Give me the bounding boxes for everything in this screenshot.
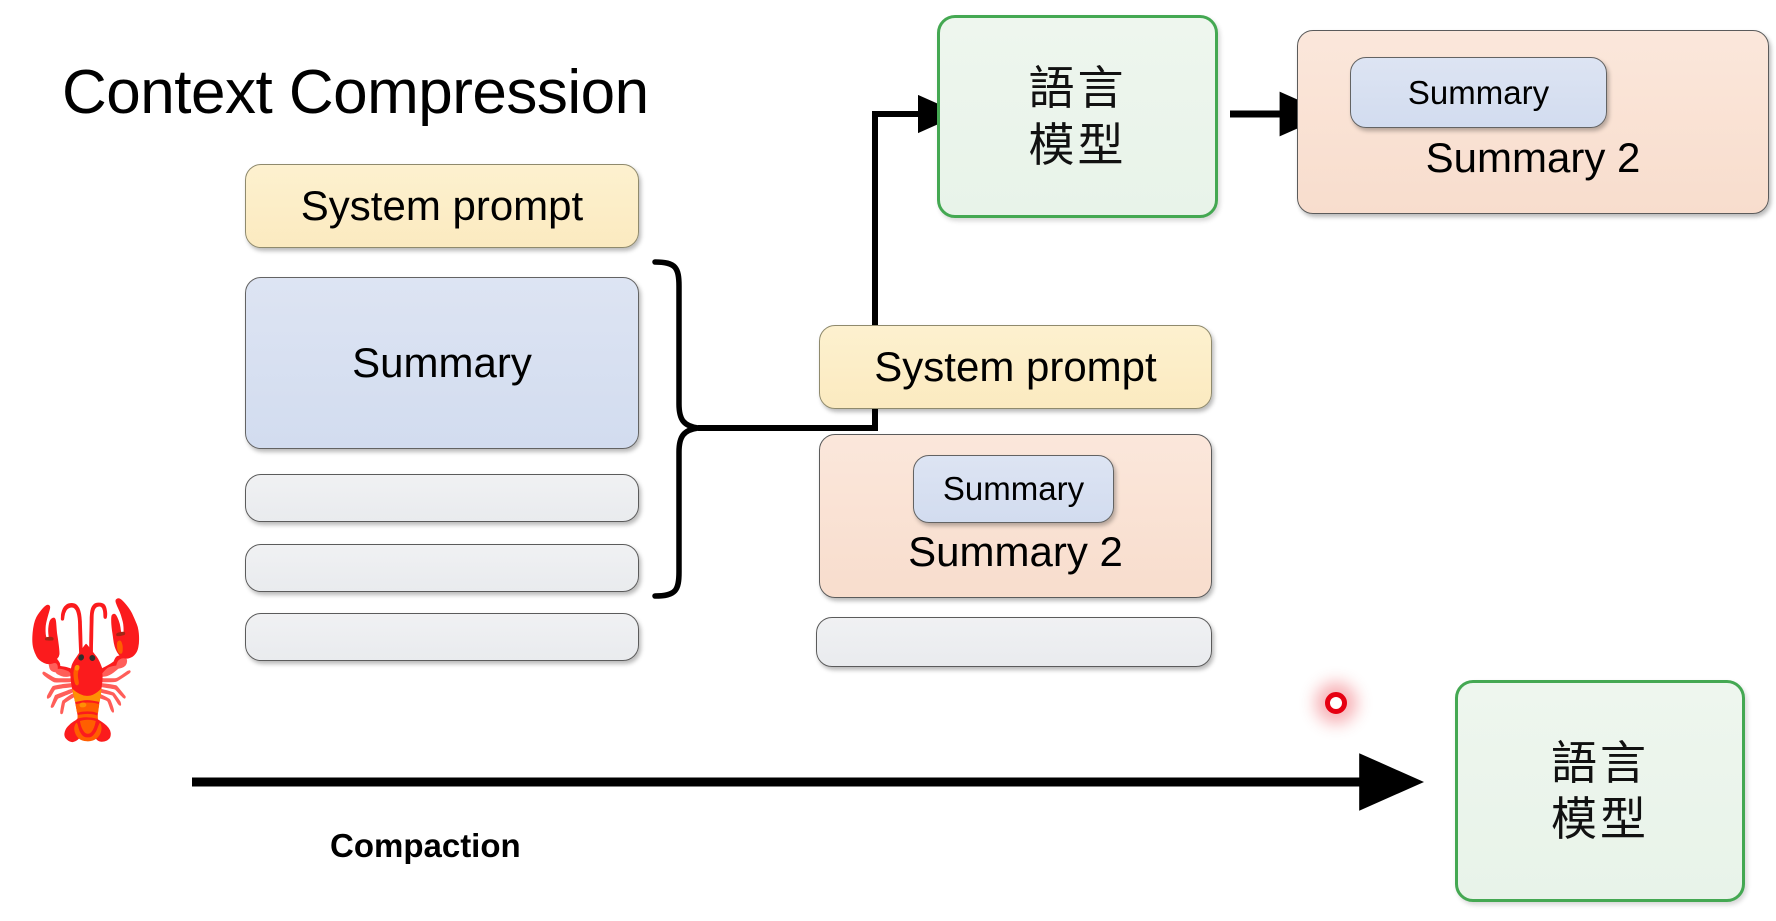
top-summary2-inner-label: Summary	[1407, 73, 1550, 111]
top-summary2-group[interactable]: Summary Summary 2	[1297, 30, 1769, 214]
bottom-language-model-line-1: 語言	[1551, 735, 1649, 790]
cursor-dot-icon	[1325, 692, 1347, 714]
middle-summary2-group[interactable]: Summary Summary 2	[819, 434, 1212, 598]
left-system-prompt-label: System prompt	[300, 182, 584, 229]
bottom-language-model-box[interactable]: 語言 模型	[1455, 680, 1745, 902]
bottom-language-model-line-2: 模型	[1551, 792, 1649, 846]
top-summary2-inner-summary-box[interactable]: Summary	[1350, 57, 1607, 128]
middle-system-prompt-label: System prompt	[874, 343, 1157, 390]
page-title: Context Compression	[62, 58, 649, 127]
top-language-model-line-2: 模型	[1028, 117, 1127, 172]
left-empty-row-3[interactable]	[245, 613, 639, 661]
middle-system-prompt-box[interactable]: System prompt	[819, 325, 1212, 409]
left-summary-label: Summary	[352, 339, 532, 386]
left-system-prompt-box[interactable]: System prompt	[245, 164, 639, 248]
lobster-icon: 🦞	[4, 596, 169, 743]
middle-summary2-inner-label: Summary	[942, 470, 1085, 507]
left-empty-row-1[interactable]	[245, 474, 639, 522]
left-empty-row-2[interactable]	[245, 544, 639, 592]
left-summary-box[interactable]: Summary	[245, 277, 639, 449]
middle-empty-row-1[interactable]	[816, 617, 1212, 667]
compaction-caption: Compaction	[330, 827, 521, 864]
top-language-model-box[interactable]: 語言 模型	[937, 15, 1218, 218]
top-language-model-line-1: 語言	[1028, 61, 1127, 116]
curly-brace-icon	[652, 259, 701, 599]
middle-summary2-outer-label: Summary 2	[908, 528, 1123, 575]
top-summary2-outer-label: Summary 2	[1425, 134, 1641, 181]
middle-summary2-inner-summary-box[interactable]: Summary	[913, 455, 1114, 523]
